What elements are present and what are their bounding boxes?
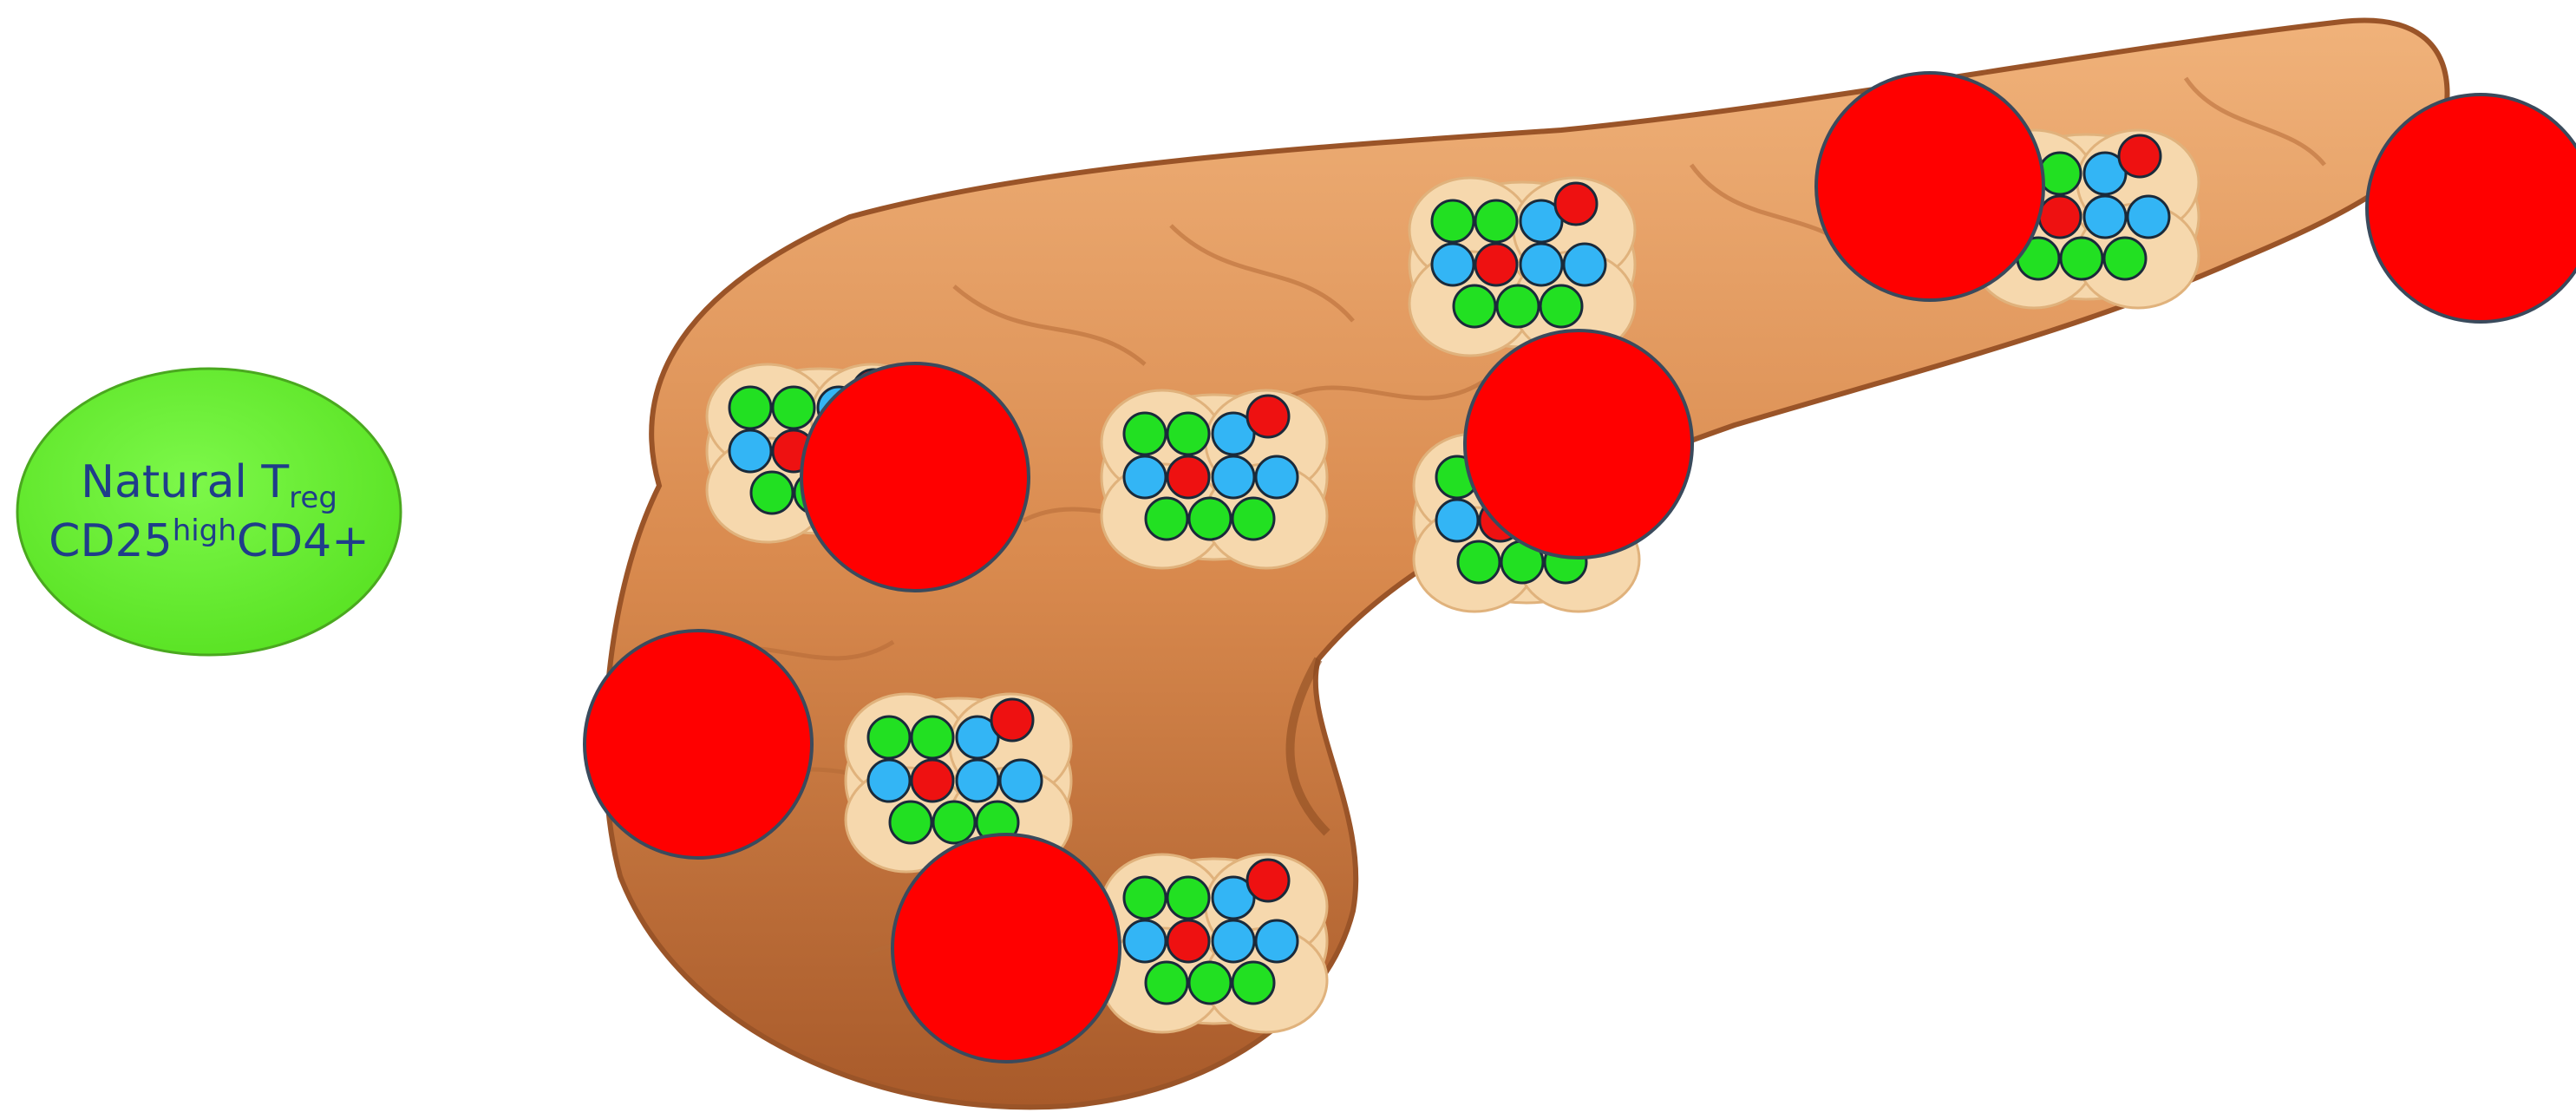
delta-cell	[1167, 920, 1209, 962]
beta-cell	[2104, 238, 2146, 279]
immune-cell	[892, 834, 1120, 1062]
beta-cell	[1458, 541, 1500, 583]
immune-cell	[801, 363, 1029, 591]
delta-cell	[1167, 456, 1209, 498]
delta-cell	[1475, 244, 1517, 285]
alpha-cell	[2128, 196, 2169, 238]
beta-cell	[868, 717, 910, 758]
alpha-cell	[1564, 244, 1605, 285]
alpha-cell	[1436, 500, 1478, 541]
alpha-cell	[1124, 456, 1166, 498]
beta-cell	[773, 387, 814, 429]
beta-cell	[1497, 285, 1539, 327]
alpha-cell	[729, 430, 771, 472]
beta-cell	[1232, 962, 1274, 1004]
pancreatic-islet	[1102, 854, 1327, 1032]
alpha-cell	[1256, 920, 1298, 962]
immune-cell	[2367, 95, 2576, 322]
beta-cell	[1124, 877, 1166, 919]
beta-cell	[1540, 285, 1582, 327]
alpha-cell	[868, 760, 910, 802]
alpha-cell	[1000, 760, 1042, 802]
beta-cell	[1454, 285, 1495, 327]
beta-cell	[1475, 200, 1517, 242]
delta-cell	[991, 699, 1033, 741]
beta-cell	[933, 802, 975, 843]
beta-cell	[729, 387, 771, 429]
pancreatic-islet	[1102, 390, 1327, 568]
beta-cell	[1146, 962, 1187, 1004]
alpha-cell	[2084, 196, 2126, 238]
delta-cell	[912, 760, 953, 802]
immune-cell	[1816, 73, 2043, 300]
immune-cell	[585, 631, 812, 858]
delta-cell	[2039, 196, 2081, 238]
beta-cell	[2039, 153, 2081, 194]
delta-cell	[1247, 396, 1289, 437]
beta-cell	[1146, 498, 1187, 540]
beta-cell	[1167, 877, 1209, 919]
alpha-cell	[1124, 920, 1166, 962]
beta-cell	[1232, 498, 1274, 540]
delta-cell	[2119, 135, 2161, 177]
alpha-cell	[1432, 244, 1474, 285]
beta-cell	[890, 802, 932, 843]
beta-cell	[1124, 413, 1166, 455]
immune-cell	[1465, 330, 1692, 558]
delta-cell	[1247, 860, 1289, 901]
alpha-cell	[957, 760, 998, 802]
treg-cell	[17, 369, 401, 655]
delta-cell	[1555, 183, 1597, 225]
alpha-cell	[1520, 244, 1562, 285]
alpha-cell	[1213, 456, 1254, 498]
alpha-cell	[1256, 456, 1298, 498]
pancreatic-islet	[1409, 178, 1635, 356]
beta-cell	[1432, 200, 1474, 242]
beta-cell	[912, 717, 953, 758]
beta-cell	[1189, 498, 1231, 540]
beta-cell	[751, 472, 793, 514]
alpha-cell	[1213, 920, 1254, 962]
beta-cell	[1167, 413, 1209, 455]
beta-cell	[1189, 962, 1231, 1004]
beta-cell	[2061, 238, 2102, 279]
